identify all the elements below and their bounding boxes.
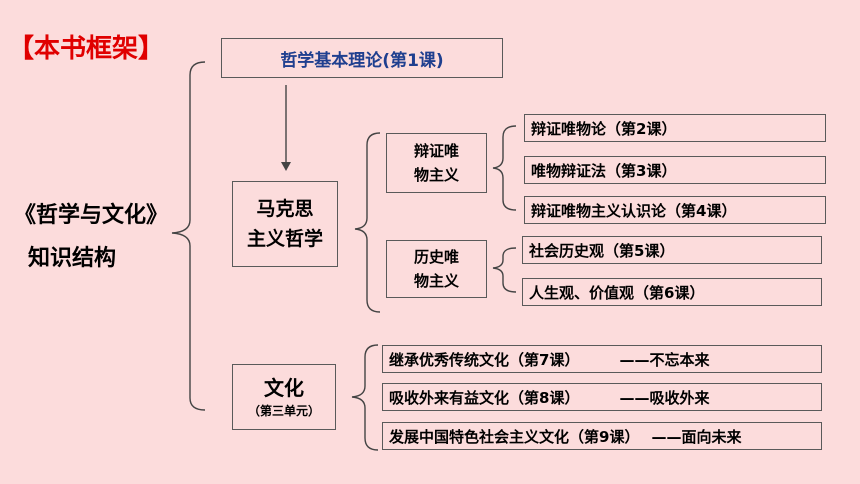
culture-title: 文化	[264, 376, 304, 400]
marxism-line2: 主义哲学	[246, 228, 323, 250]
historical-box: 历史唯 物主义	[386, 240, 487, 298]
historical-brace	[492, 247, 517, 293]
philosophy-theory-label: 哲学基本理论(第1课)	[280, 50, 444, 71]
dialectical-box: 辩证唯 物主义	[386, 133, 487, 193]
culture-unit: （第三单元）	[247, 404, 320, 418]
historical-line1: 历史唯	[413, 248, 459, 266]
culture-box: 文化 （第三单元）	[232, 364, 336, 430]
dialectical-line2: 物主义	[413, 166, 459, 184]
culture-item-1: 继承优秀传统文化（第7课） ——不忘本来	[382, 345, 822, 373]
culture-motto-3: ——面向未来	[651, 427, 742, 446]
dialectical-item-1: 辩证唯物论（第2课）	[524, 114, 826, 142]
culture-motto-1: ——不忘本来	[619, 350, 710, 369]
dialectical-brace	[492, 125, 517, 211]
culture-brace	[351, 344, 379, 451]
header-tag: 【本书框架】	[8, 34, 165, 64]
marxism-brace	[354, 132, 381, 313]
marxism-line1: 马克思	[256, 198, 314, 220]
culture-item-3: 发展中国特色社会主义文化（第9课） ——面向未来	[382, 422, 822, 450]
arrow-head	[281, 162, 291, 171]
dialectical-line1: 辩证唯	[413, 142, 459, 160]
main-brace	[171, 61, 206, 411]
philosophy-theory-box: 哲学基本理论(第1课)	[221, 38, 503, 78]
marxism-box: 马克思 主义哲学	[232, 181, 338, 267]
historical-line2: 物主义	[413, 272, 459, 290]
culture-motto-2: ——吸收外来	[619, 388, 710, 407]
dialectical-item-2: 唯物辩证法（第3课）	[524, 156, 826, 184]
book-title: 《哲学与文化》	[14, 203, 169, 228]
dialectical-item-3: 辩证唯物主义认识论（第4课）	[524, 196, 826, 224]
historical-item-1: 社会历史观（第5课）	[522, 236, 822, 264]
culture-item-2: 吸收外来有益文化（第8课） ——吸收外来	[382, 383, 822, 411]
book-subtitle: 知识结构	[28, 246, 117, 271]
historical-item-2: 人生观、价值观（第6课）	[522, 278, 822, 306]
